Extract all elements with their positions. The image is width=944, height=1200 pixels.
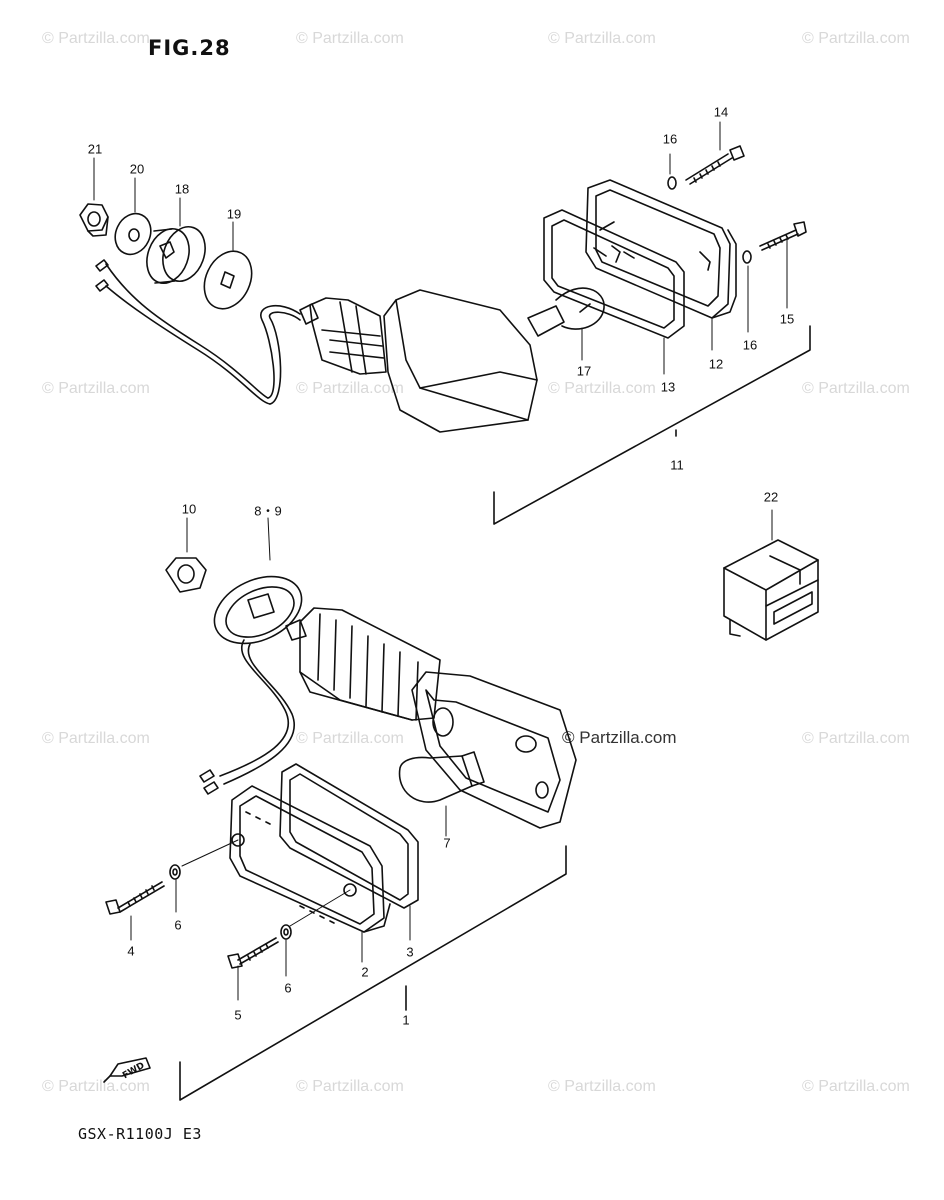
grommet-8-9 (213, 575, 303, 645)
callout-16-upper: 16 (662, 131, 678, 147)
washer-16-upper (667, 176, 677, 190)
callout-18: 18 (174, 181, 190, 197)
watermark: © Partzilla.com (42, 730, 150, 747)
lens-12 (585, 179, 737, 319)
leader-lines-top (93, 121, 788, 561)
callout-7: 7 (443, 835, 451, 851)
bracket-11 (493, 325, 811, 525)
bulb-17 (527, 287, 605, 337)
nut-21 (79, 203, 109, 237)
washer-20 (114, 212, 152, 256)
watermark: © Partzilla.com (42, 1078, 150, 1095)
callout-8-9: 8・9 (254, 503, 282, 519)
callout-1: 1 (402, 1012, 410, 1028)
callout-10: 10 (181, 501, 197, 517)
callout-12: 12 (708, 356, 724, 372)
watermark: © Partzilla.com (296, 380, 404, 397)
callout-13: 13 (660, 379, 676, 395)
wire-harness-bottom (199, 639, 295, 795)
callout-20: 20 (129, 161, 145, 177)
bulb-7 (398, 751, 485, 803)
callout-15: 15 (779, 311, 795, 327)
watermark: © Partzilla.com (802, 1078, 910, 1095)
watermark: © Partzilla.com (42, 380, 150, 397)
callout-6-lower: 6 (284, 980, 292, 996)
watermark: © Partzilla.com (802, 30, 910, 47)
watermark: © Partzilla.com (296, 30, 404, 47)
wire-harness-top (95, 259, 301, 405)
screw-4 (105, 881, 165, 915)
watermark: © Partzilla.com (548, 30, 656, 47)
callout-3: 3 (406, 944, 414, 960)
grommet-18 (146, 226, 206, 284)
callout-14: 14 (713, 104, 729, 120)
lens-2 (229, 785, 391, 933)
screw-5 (227, 937, 279, 969)
turn-signal-body-bottom (285, 607, 577, 829)
model-code: GSX-R1100J E3 (78, 1125, 202, 1143)
watermark: © Partzilla.com (548, 380, 656, 397)
callout-5: 5 (234, 1007, 242, 1023)
callout-16-lower: 16 (742, 337, 758, 353)
watermark: © Partzilla.com (802, 380, 910, 397)
callout-17: 17 (576, 363, 592, 379)
leader-lines-bottom (130, 805, 447, 1001)
callout-2: 2 (361, 964, 369, 980)
fwd-arrow-icon (103, 1057, 151, 1083)
callout-6-upper: 6 (174, 917, 182, 933)
bracket-1 (179, 845, 567, 1101)
washer-6-lower (280, 924, 292, 940)
turn-signal-body-top (299, 289, 538, 433)
nut-10 (165, 557, 207, 593)
callout-22: 22 (763, 489, 779, 505)
watermark-main: © Partzilla.com (562, 728, 677, 747)
callout-11: 11 (670, 457, 684, 473)
lens-gasket-3 (279, 763, 419, 909)
callout-4: 4 (127, 943, 135, 959)
watermark: © Partzilla.com (802, 730, 910, 747)
watermark: © Partzilla.com (42, 30, 150, 47)
relay-22 (723, 539, 819, 641)
screw-15 (759, 221, 807, 251)
callout-19: 19 (226, 206, 242, 222)
washer-6-upper (169, 864, 181, 880)
watermark: © Partzilla.com (548, 1078, 656, 1095)
figure-title: FIG.28 (148, 36, 231, 60)
watermark: © Partzilla.com (296, 730, 404, 747)
callout-21: 21 (87, 141, 103, 157)
washer-16-lower (742, 250, 752, 264)
screw-14 (685, 145, 745, 185)
lens-gasket-13 (543, 209, 685, 339)
watermark: © Partzilla.com (296, 1078, 404, 1095)
washer-19 (203, 250, 253, 310)
